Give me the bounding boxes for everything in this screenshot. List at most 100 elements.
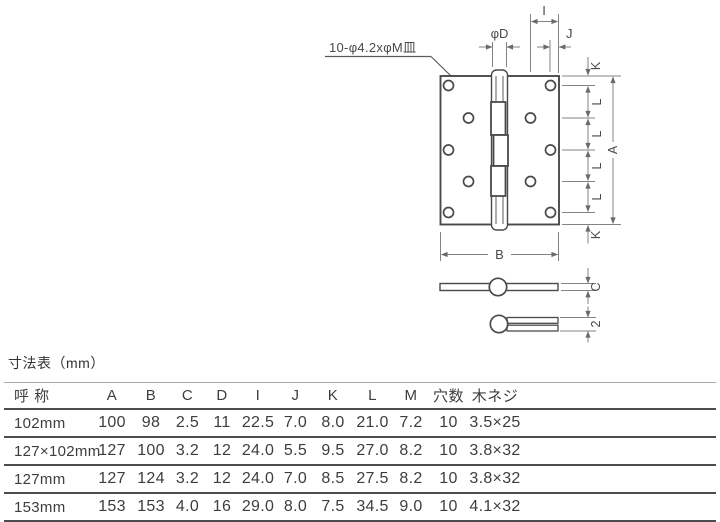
dim-label-k-top: K — [589, 61, 603, 70]
thickness-dimension — [561, 268, 596, 304]
screw-hole — [442, 79, 455, 92]
dim-cell: 10 — [429, 409, 468, 438]
dim-label-phi-d: φD — [491, 26, 509, 41]
dim-label-a: A — [606, 145, 620, 154]
dim-cell: 12 — [205, 465, 239, 494]
dim-label-2: 2 — [589, 320, 603, 327]
col-header-j: J — [277, 382, 314, 410]
dimension-table: 呼 称 A B C D I J K L M 穴数 木ネジ 102mm 100 9… — [4, 382, 716, 522]
size-name-cell: 153mm — [4, 493, 92, 522]
dim-cell: 10 — [429, 437, 468, 466]
col-header-k: K — [314, 382, 352, 410]
dim-label-i: I — [542, 3, 546, 18]
dim-cell: 8.2 — [393, 437, 429, 466]
table-title: 寸法表（mm） — [8, 355, 105, 371]
dim-cell: 8.2 — [393, 465, 429, 494]
dim-label-b: B — [495, 247, 504, 262]
dim-cell: 3.8×32 — [468, 437, 522, 466]
dim-cell: 9.0 — [393, 493, 429, 522]
col-header-m: M — [393, 382, 429, 410]
side-view-folded — [489, 314, 559, 334]
screw-hole — [544, 79, 557, 92]
dim-cell: 7.0 — [277, 465, 314, 494]
dim-label-l2: L — [590, 130, 604, 137]
screw-hole — [462, 175, 475, 188]
side-view-open — [439, 277, 559, 297]
dim-cell: 10 — [429, 465, 468, 494]
spacer-cell — [522, 409, 716, 438]
dim-cell: 100 — [92, 409, 132, 438]
dim-cell: 2.5 — [170, 409, 205, 438]
screw-hole — [524, 175, 537, 188]
table-row: 127mm 127 124 3.2 12 24.0 7.0 8.5 27.5 8… — [4, 465, 716, 494]
size-name-cell: 127mm — [4, 465, 92, 494]
knuckle-segment — [490, 101, 507, 136]
dim-cell: 100 — [132, 437, 170, 466]
screw-hole — [442, 144, 455, 156]
dim-cell: 22.5 — [239, 409, 277, 438]
dim-cell: 27.5 — [352, 465, 393, 494]
table-row: 153mm 153 153 4.0 16 29.0 8.0 7.5 34.5 9… — [4, 493, 716, 522]
dim-cell: 16 — [205, 493, 239, 522]
size-name-cell: 127×102mm — [4, 437, 100, 466]
table-row: 127×102mm 127 100 3.2 12 24.0 5.5 9.5 27… — [4, 437, 716, 466]
dim-cell: 98 — [132, 409, 170, 438]
top-dimensions — [479, 14, 571, 73]
leader-note: 10-φ4.2xφM皿 — [325, 40, 452, 77]
dim-cell: 24.0 — [239, 437, 277, 466]
dim-cell: 7.0 — [277, 409, 314, 438]
dim-cell: 3.5×25 — [468, 409, 522, 438]
dim-cell: 9.5 — [314, 437, 352, 466]
dim-label-k-bottom: K — [589, 230, 603, 239]
hinge-front-view — [439, 69, 560, 231]
dim-cell: 29.0 — [239, 493, 277, 522]
dim-label-l1: L — [590, 98, 604, 105]
screw-hole — [442, 206, 455, 219]
dim-cell: 3.8×32 — [468, 465, 522, 494]
dim-cell: 153 — [92, 493, 132, 522]
gap-dimension — [560, 306, 596, 343]
dim-cell: 4.0 — [170, 493, 205, 522]
screw-hole — [524, 112, 537, 124]
dim-cell: 127 — [92, 465, 132, 494]
spacer-cell — [522, 493, 716, 522]
col-header-b: B — [132, 382, 170, 410]
spacer-cell — [522, 437, 716, 466]
dim-cell: 11 — [205, 409, 239, 438]
dim-cell: 7.2 — [393, 409, 429, 438]
dim-cell: 27.0 — [352, 437, 393, 466]
spacer-cell — [522, 382, 716, 410]
screw-hole — [544, 206, 557, 219]
screw-hole — [462, 112, 475, 124]
screw-hole — [544, 144, 557, 156]
col-header-a: A — [92, 382, 132, 410]
dim-cell: 7.5 — [314, 493, 352, 522]
header-row: 呼 称 A B C D I J K L M 穴数 木ネジ — [4, 382, 716, 410]
hinge-technical-drawing: 10-φ4.2xφM皿 — [325, 3, 621, 343]
width-dimension — [440, 232, 559, 261]
knuckle-segment — [490, 165, 507, 197]
col-header-l: L — [352, 382, 393, 410]
col-header-i: I — [239, 382, 277, 410]
screw-holes — [442, 79, 557, 219]
leader-label: 10-φ4.2xφM皿 — [329, 40, 416, 55]
dim-cell: 8.0 — [314, 409, 352, 438]
spacer-cell — [522, 465, 716, 494]
dim-label-c: C — [589, 282, 603, 291]
dim-cell: 21.0 — [352, 409, 393, 438]
col-header-holes: 穴数 — [429, 382, 468, 410]
dim-cell: 10 — [429, 493, 468, 522]
dim-cell: 12 — [205, 437, 239, 466]
dim-label-l3: L — [590, 162, 604, 169]
dim-cell: 5.5 — [277, 437, 314, 466]
col-header-d: D — [205, 382, 239, 410]
col-header-screw: 木ネジ — [468, 382, 522, 410]
dim-cell: 4.1×32 — [468, 493, 522, 522]
col-header-name: 呼 称 — [4, 382, 92, 410]
dim-cell: 124 — [132, 465, 170, 494]
size-name-cell: 102mm — [4, 409, 92, 438]
dim-cell: 24.0 — [239, 465, 277, 494]
dim-cell: 8.5 — [314, 465, 352, 494]
dim-cell: 8.0 — [277, 493, 314, 522]
